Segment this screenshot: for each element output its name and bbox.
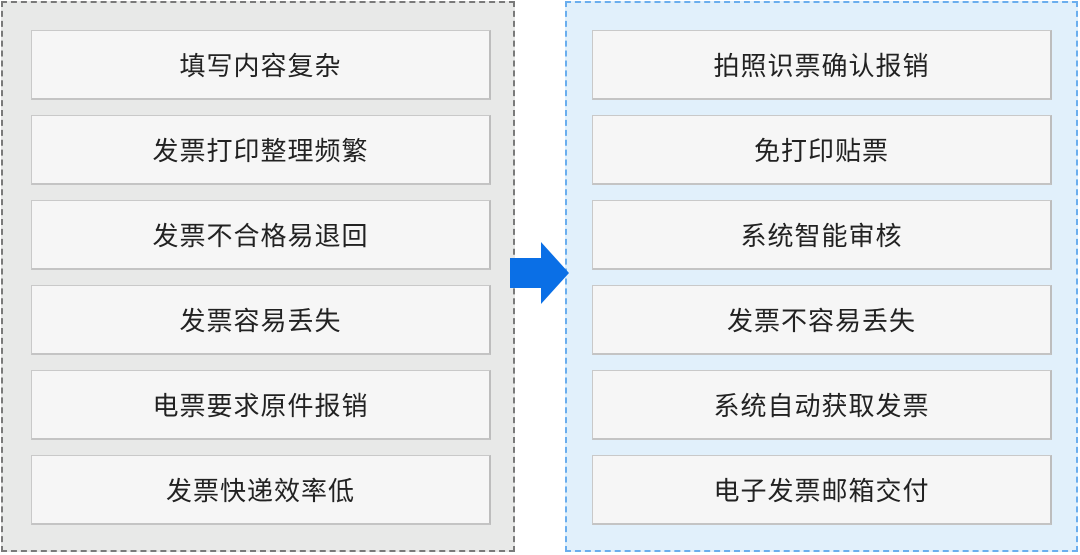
- right-arrow-icon: [510, 242, 569, 304]
- solution-label: 发票不容易丢失: [726, 307, 916, 337]
- solution-label: 电子发票邮箱交付: [713, 477, 930, 507]
- solution-label: 拍照识票确认报销: [713, 52, 930, 82]
- problem-item: 发票不合格易退回: [31, 200, 491, 270]
- problem-label: 电票要求原件报销: [152, 392, 369, 422]
- solution-item: 系统自动获取发票: [592, 370, 1052, 440]
- solution-item: 系统智能审核: [592, 200, 1052, 270]
- problem-label: 发票打印整理频繁: [152, 137, 369, 167]
- problem-item: 电票要求原件报销: [31, 370, 491, 440]
- solution-label: 系统自动获取发票: [713, 392, 930, 422]
- solution-item: 拍照识票确认报销: [592, 30, 1052, 100]
- problem-item: 发票快递效率低: [31, 455, 491, 525]
- solution-item: 电子发票邮箱交付: [592, 455, 1052, 525]
- solution-item: 免打印贴票: [592, 115, 1052, 185]
- solution-label: 系统智能审核: [740, 222, 903, 252]
- solution-item: 发票不容易丢失: [592, 285, 1052, 355]
- problems-panel: 填写内容复杂 发票打印整理频繁 发票不合格易退回 发票容易丢失 电票要求原件报销…: [1, 1, 515, 552]
- problem-label: 发票不合格易退回: [152, 222, 369, 252]
- problem-label: 发票快递效率低: [165, 477, 355, 507]
- solution-label: 免打印贴票: [753, 137, 889, 167]
- problem-label: 填写内容复杂: [179, 52, 342, 82]
- problem-item: 填写内容复杂: [31, 30, 491, 100]
- problem-label: 发票容易丢失: [179, 307, 342, 337]
- solutions-panel: 拍照识票确认报销 免打印贴票 系统智能审核 发票不容易丢失 系统自动获取发票 电…: [565, 1, 1078, 552]
- problem-item: 发票容易丢失: [31, 285, 491, 355]
- problem-item: 发票打印整理频繁: [31, 115, 491, 185]
